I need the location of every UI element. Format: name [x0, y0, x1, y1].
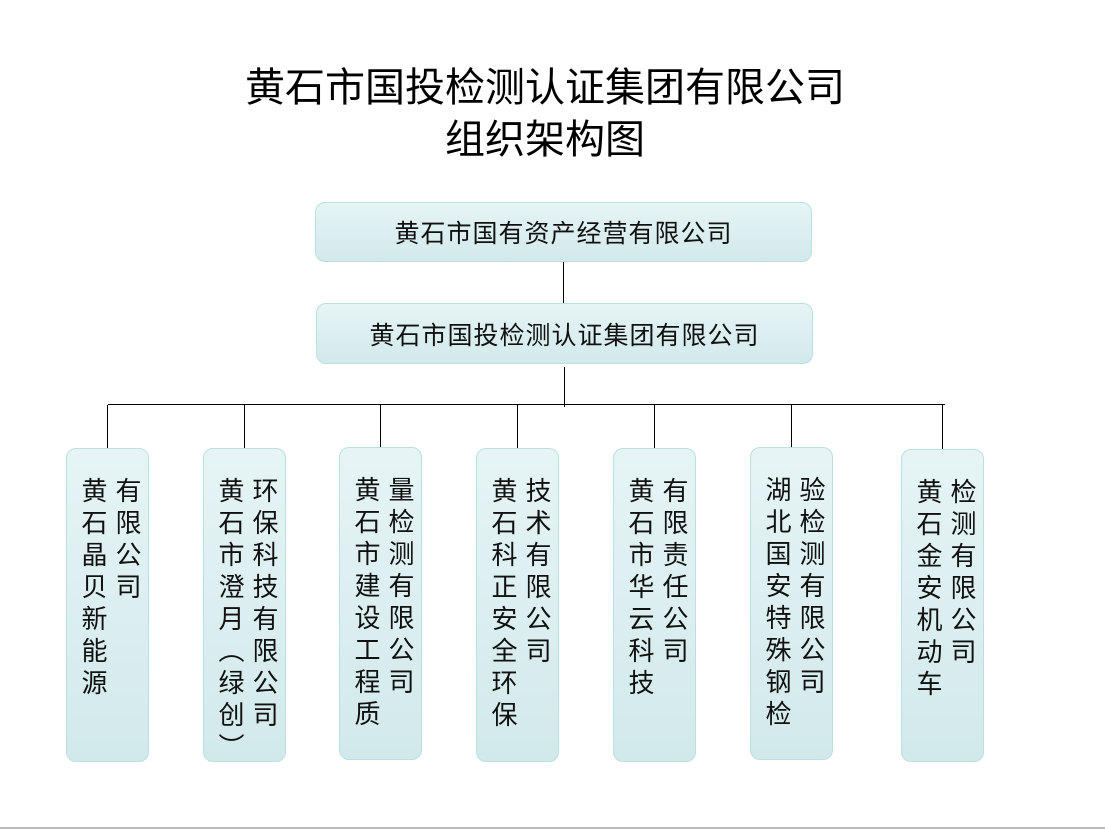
connector-line — [244, 405, 245, 448]
subsidiary-name-col2: 环保科技有限公司 — [248, 477, 278, 733]
subsidiary-name-col1: 黄石科正安全环保 — [487, 477, 517, 733]
connector-line — [791, 405, 792, 447]
chart-title-line1: 黄石市国投检测认证集团有限公司 — [245, 65, 845, 111]
subsidiary-name-col2: 量检测有限公司 — [384, 476, 414, 700]
node-subsidiary: 黄石市建设工程质量检测有限公司 — [339, 447, 422, 760]
bottom-divider — [0, 827, 1105, 829]
subsidiary-name-col1: 湖北国安特殊钢检 — [761, 476, 791, 732]
node-subsidiary: 黄石科正安全环保技术有限公司 — [476, 448, 559, 762]
subsidiary-name-col1: 黄石晶贝新能源 — [77, 477, 107, 701]
subsidiary-name-col2: 检测有限公司 — [946, 478, 976, 670]
subsidiary-name-col1: 黄石市澄月（绿创） — [214, 477, 244, 765]
subsidiary-name-col1: 黄石市建设工程质 — [350, 476, 380, 732]
connector-line — [517, 405, 518, 448]
connector-line — [107, 405, 108, 448]
node-subsidiary: 黄石金安机动车检测有限公司 — [901, 449, 984, 762]
subsidiary-name-col2: 有限责任公司 — [658, 477, 688, 669]
subsidiary-name-col1: 黄石金安机动车 — [912, 478, 942, 702]
node-subsidiary: 黄石市澄月（绿创）环保科技有限公司 — [203, 448, 286, 765]
node-subsidiary: 黄石市华云科技有限责任公司 — [613, 448, 696, 762]
connector-bus-line — [108, 404, 945, 405]
connector-line — [654, 405, 655, 448]
connector-line — [942, 405, 943, 449]
node-parent: 黄石市国有资产经营有限公司 — [315, 202, 812, 262]
node-group: 黄石市国投检测认证集团有限公司 — [316, 303, 813, 364]
node-subsidiary: 黄石晶贝新能源有限公司 — [66, 448, 149, 762]
subsidiary-name-col2: 验检测有限公司 — [795, 476, 825, 700]
node-subsidiary: 湖北国安特殊钢检验检测有限公司 — [750, 447, 833, 760]
chart-title-line2: 组织架构图 — [445, 117, 645, 163]
connector-line — [380, 405, 381, 447]
connector-line — [564, 367, 565, 407]
connector-line — [563, 262, 564, 303]
subsidiary-name-col2: 技术有限公司 — [521, 477, 551, 669]
subsidiary-name-col1: 黄石市华云科技 — [624, 477, 654, 701]
subsidiary-name-col2: 有限公司 — [111, 477, 141, 605]
